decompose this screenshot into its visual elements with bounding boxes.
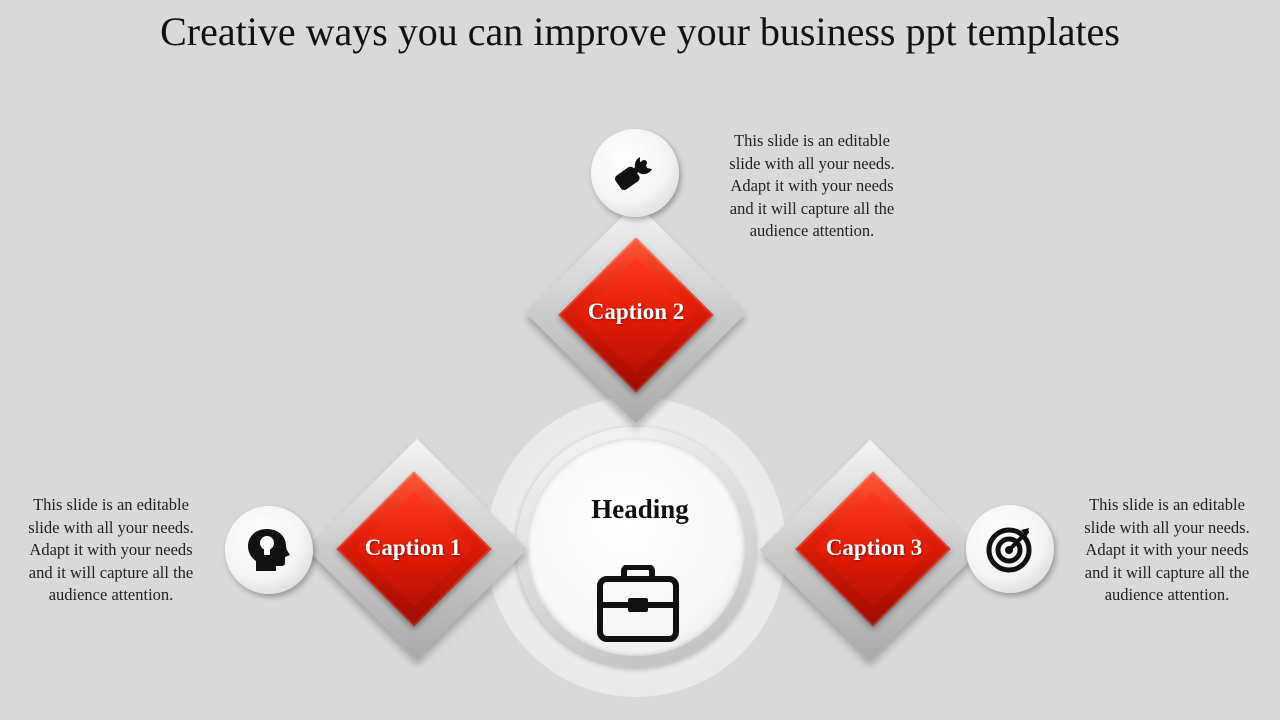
description-line: slide with all your needs. [1084, 517, 1250, 537]
description-line: Adapt it with your needs [730, 176, 894, 195]
description-line: audience attention. [1104, 585, 1230, 604]
description-line: and it will capture all the [729, 198, 895, 218]
description-line: audience attention. [48, 585, 174, 604]
tools-icon [614, 157, 652, 191]
caption-3-icon-circle [966, 505, 1054, 593]
description-line: This slide is an editable [1089, 495, 1245, 514]
briefcase-icon [597, 565, 679, 642]
description-line: and it will capture all the [1084, 562, 1250, 582]
caption-3-description: This slide is an editable slide with all… [1062, 494, 1272, 607]
caption-2-description: This slide is an editable slide with all… [707, 130, 917, 243]
description-line: slide with all your needs. [729, 153, 895, 173]
caption-1-icon-circle [225, 506, 313, 594]
description-line: This slide is an editable [33, 495, 189, 514]
description-line: This slide is an editable [734, 131, 890, 150]
target-icon [986, 527, 1032, 573]
center-heading: Heading [591, 494, 689, 524]
description-line: Adapt it with your needs [29, 540, 193, 559]
caption-2-label: Caption 2 [587, 299, 685, 324]
center-inner-circle [527, 438, 745, 656]
description-line: and it will capture all the [28, 562, 194, 582]
caption-3-label: Caption 3 [825, 535, 923, 560]
caption-1-label: Caption 1 [364, 535, 462, 560]
description-line: slide with all your needs. [28, 517, 194, 537]
caption-1-description: This slide is an editable slide with all… [6, 494, 216, 607]
description-line: Adapt it with your needs [1085, 540, 1249, 559]
head-lightbulb-icon [248, 529, 290, 571]
slide-title: Creative ways you can improve your busin… [160, 9, 1120, 54]
caption-2-icon-circle [591, 129, 679, 217]
description-line: audience attention. [749, 221, 875, 240]
